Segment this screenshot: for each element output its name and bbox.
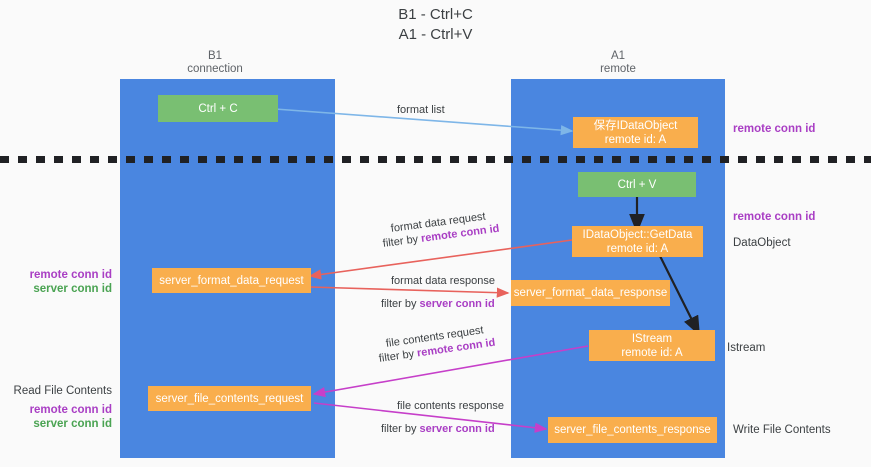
annotation-server-conn-id-left: server conn id (33, 283, 112, 295)
annotation-dataobject: DataObject (733, 237, 791, 249)
node-idataobject-getdata[interactable]: IDataObject::GetData remote id: A (572, 226, 703, 257)
annotation-read-file-contents: Read File Contents (13, 385, 112, 397)
annotation-write-file-contents: Write File Contents (733, 424, 831, 436)
annotation-remote-conn-id-left: remote conn id (29, 269, 112, 281)
column-header-left: B1 connection (187, 50, 243, 75)
node-server-file-contents-request[interactable]: server_file_contents_request (148, 386, 311, 411)
edge-label-format-list: format list (397, 104, 445, 116)
annotation-remote-conn-id-mid: remote conn id (733, 211, 816, 223)
edge-filter-prefix: filter by (378, 347, 418, 365)
edge-filter-prefix: filter by (381, 298, 420, 310)
node-server-file-contents-response[interactable]: server_file_contents_response (548, 417, 717, 443)
edge-label-format-data-response-filter: filter by server conn id (381, 297, 495, 311)
annotation-remote-conn-id-left-2: remote conn id (29, 404, 112, 416)
node-server-format-data-response[interactable]: server_format_data_response (511, 280, 670, 306)
edge-label-format-data-response: format data response (391, 275, 495, 287)
edge-filter-key: server conn id (419, 423, 495, 435)
edge-filter-prefix: filter by (381, 423, 420, 435)
node-ctrl-v[interactable]: Ctrl + V (578, 172, 696, 197)
edge-filter-key: server conn id (419, 298, 495, 310)
annotation-istream: Istream (727, 342, 766, 354)
column-header-right: A1 remote (600, 50, 636, 75)
annotation-remote-conn-id-top: remote conn id (733, 123, 816, 135)
node-istream[interactable]: IStream remote id: A (589, 330, 715, 361)
node-server-format-data-request[interactable]: server_format_data_request (152, 268, 311, 293)
node-ctrl-c[interactable]: Ctrl + C (158, 95, 278, 122)
node-save-idataobject[interactable]: 保存IDataObject remote id: A (573, 117, 698, 148)
diagram-title: B1 - Ctrl+C A1 - Ctrl+V (398, 6, 473, 43)
edge-label-file-contents-response: file contents response (397, 400, 505, 412)
annotation-server-conn-id-left-2: server conn id (33, 418, 112, 430)
edge-label-file-contents-response-filter: filter by server conn id (381, 422, 495, 436)
edge-filter-prefix: filter by (382, 232, 422, 250)
